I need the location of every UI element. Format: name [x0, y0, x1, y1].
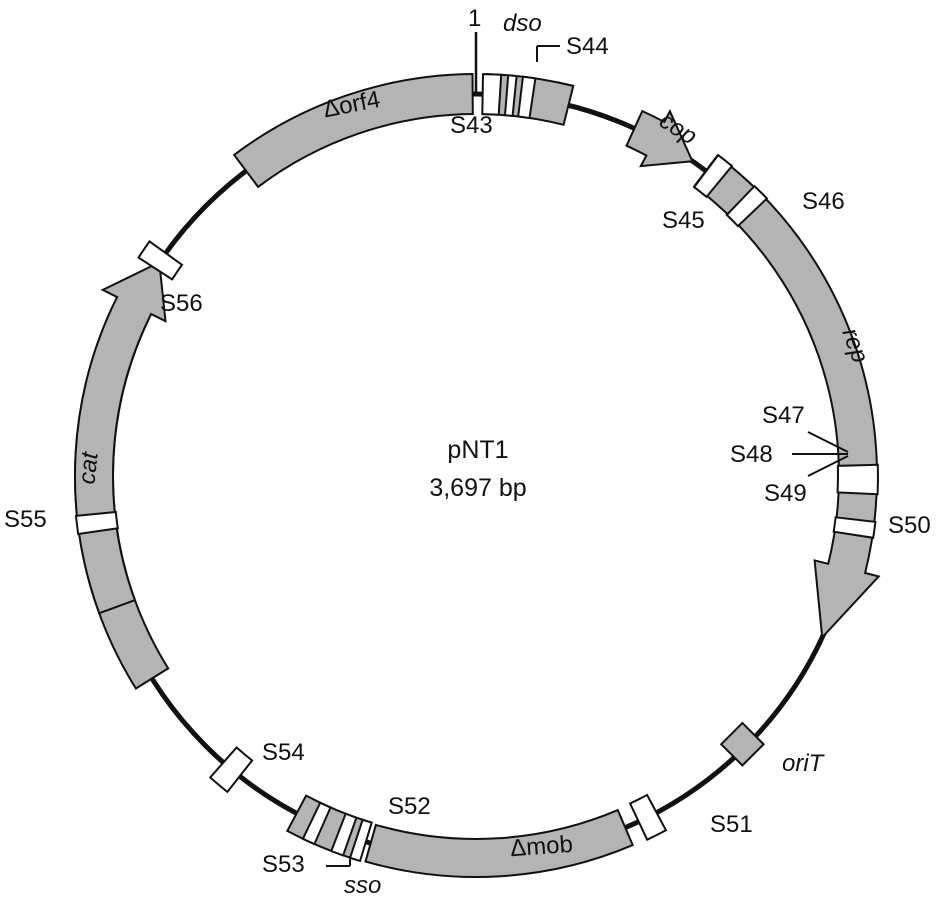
- site-marker-S46: [725, 184, 769, 228]
- site-label-S56: S56: [160, 290, 203, 317]
- plasmid-name: pNT1: [447, 436, 508, 464]
- site-marker-S55: [74, 510, 119, 536]
- origin-label: 1: [468, 5, 481, 32]
- gene-rep-arrow: [693, 154, 881, 640]
- site-marker-S44-b: [517, 75, 537, 120]
- gene-orf4-feature: [232, 72, 474, 189]
- site-marker-S52-b: [301, 801, 332, 846]
- site-label-S52: S52: [388, 793, 431, 820]
- site-label-S55: S55: [4, 506, 47, 533]
- site-label-S50: S50: [888, 512, 931, 539]
- site-marker-S50: [832, 516, 877, 539]
- gene-label-cat: cat: [73, 450, 103, 486]
- site-markers: [74, 73, 879, 863]
- site-label-S44: S44: [566, 33, 609, 60]
- site-label-S54: S54: [262, 739, 305, 766]
- oriT-label: oriT: [782, 750, 826, 777]
- site-marker-S56: [137, 240, 184, 281]
- site-label-S53: S53: [262, 851, 305, 878]
- site-marker-S52-a: [330, 812, 358, 857]
- site-label-S48: S48: [730, 441, 773, 468]
- site-marker-S44-a: [503, 74, 518, 117]
- plasmid-size: 3,697 bp: [429, 474, 526, 502]
- site-label-S46: S46: [802, 188, 845, 215]
- site-label-S51: S51: [710, 811, 753, 838]
- gene-cat-arrow: [74, 260, 167, 615]
- site-marker-S53: [348, 818, 373, 863]
- S49-leader: [807, 455, 849, 477]
- site-label-S47: S47: [762, 402, 805, 429]
- sso-label: sso: [344, 872, 381, 899]
- site-marker-S47-S49: [836, 463, 879, 496]
- site-marker-S45: [692, 153, 734, 199]
- S47-leader: [807, 431, 849, 453]
- gene-label-mob: Δmob: [509, 831, 573, 862]
- oriT-box: [719, 721, 766, 767]
- site-marker-S51: [628, 793, 668, 842]
- gene-cop-arrow: [625, 109, 694, 168]
- dso-label: dso: [503, 10, 542, 37]
- site-label-S45: S45: [662, 207, 705, 234]
- site-label-S43: S43: [450, 112, 493, 139]
- site-label-S49: S49: [764, 480, 807, 507]
- site-marker-S54: [208, 746, 254, 794]
- site-marker-S43: [481, 73, 503, 116]
- gene-mob-feature: [364, 808, 635, 879]
